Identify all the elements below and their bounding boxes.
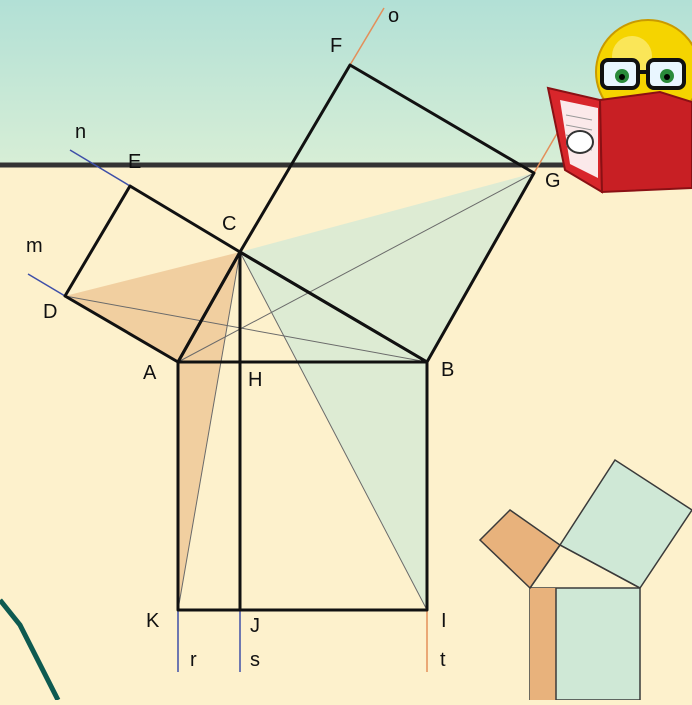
label-i: I [441,610,447,632]
point-labels: F o n E C G m D A H B K J I r s t [26,5,561,671]
label-b: B [441,359,454,381]
label-c: C [222,213,236,235]
label-t: t [440,649,446,671]
reading-smiley-icon [546,19,692,194]
label-n: n [75,121,86,143]
label-m: m [26,235,43,257]
label-h: H [248,369,262,391]
construction-lines [64,172,535,611]
label-d: D [43,301,57,323]
triangle-dac [65,252,240,362]
square-abik [176,360,429,612]
label-k: K [146,610,160,632]
pythagoras-thumbnail-icon [478,458,692,701]
line-n [69,149,131,187]
label-g: G [545,170,561,192]
label-a: A [143,362,157,384]
label-r: r [190,649,197,671]
label-o: o [388,5,399,27]
line-o [349,7,385,66]
label-e: E [128,151,141,173]
decorative-stroke [0,598,61,702]
label-s: s [250,649,260,671]
side-ac [176,251,242,363]
label-f: F [330,35,342,57]
line-m [27,273,66,297]
label-j: J [250,615,260,637]
triangle-cbg [240,173,534,362]
side-cb [239,250,428,364]
